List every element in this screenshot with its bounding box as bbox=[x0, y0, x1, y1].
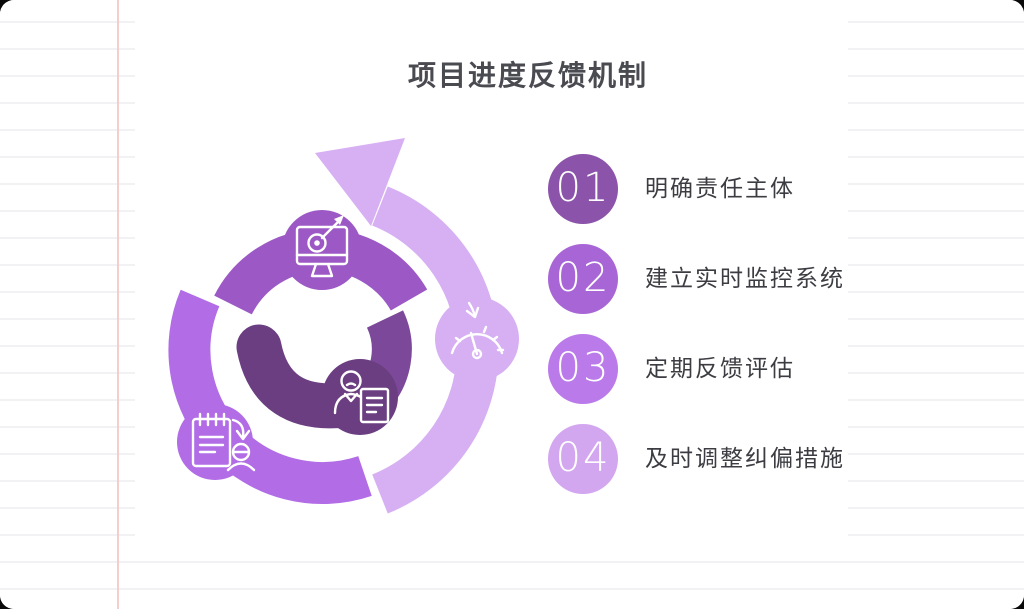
monitor-target-icon bbox=[295, 215, 349, 278]
step-item-4: 04 及时调整纠偏措施 bbox=[548, 424, 878, 494]
step-number: 03 bbox=[555, 345, 611, 391]
step-number: 01 bbox=[555, 165, 611, 211]
spiral-arrowhead-icon bbox=[315, 138, 405, 226]
step-item-3: 03 定期反馈评估 bbox=[548, 334, 878, 404]
step-label: 明确责任主体 bbox=[645, 176, 795, 202]
step-number: 02 bbox=[555, 255, 611, 301]
person-document-icon bbox=[333, 370, 390, 424]
notepad-assign-icon bbox=[191, 412, 256, 472]
step-number: 04 bbox=[555, 435, 611, 481]
step-label: 建立实时监控系统 bbox=[645, 266, 845, 292]
gauge-icon bbox=[450, 301, 505, 360]
step-number-badge: 01 bbox=[548, 154, 618, 224]
step-number-badge: 02 bbox=[548, 244, 618, 314]
step-number-badge: 04 bbox=[548, 424, 618, 494]
notepad-bubble bbox=[177, 404, 253, 480]
step-item-2: 02 建立实时监控系统 bbox=[548, 244, 878, 314]
step-number-badge: 03 bbox=[548, 334, 618, 404]
step-item-1: 01 明确责任主体 bbox=[548, 154, 878, 224]
page-title: 项目进度反馈机制 bbox=[407, 59, 648, 92]
gauge-bubble bbox=[435, 297, 519, 381]
step-label: 及时调整纠偏措施 bbox=[645, 446, 845, 472]
step-label: 定期反馈评估 bbox=[645, 356, 795, 382]
paper-margin-line bbox=[117, 0, 119, 609]
